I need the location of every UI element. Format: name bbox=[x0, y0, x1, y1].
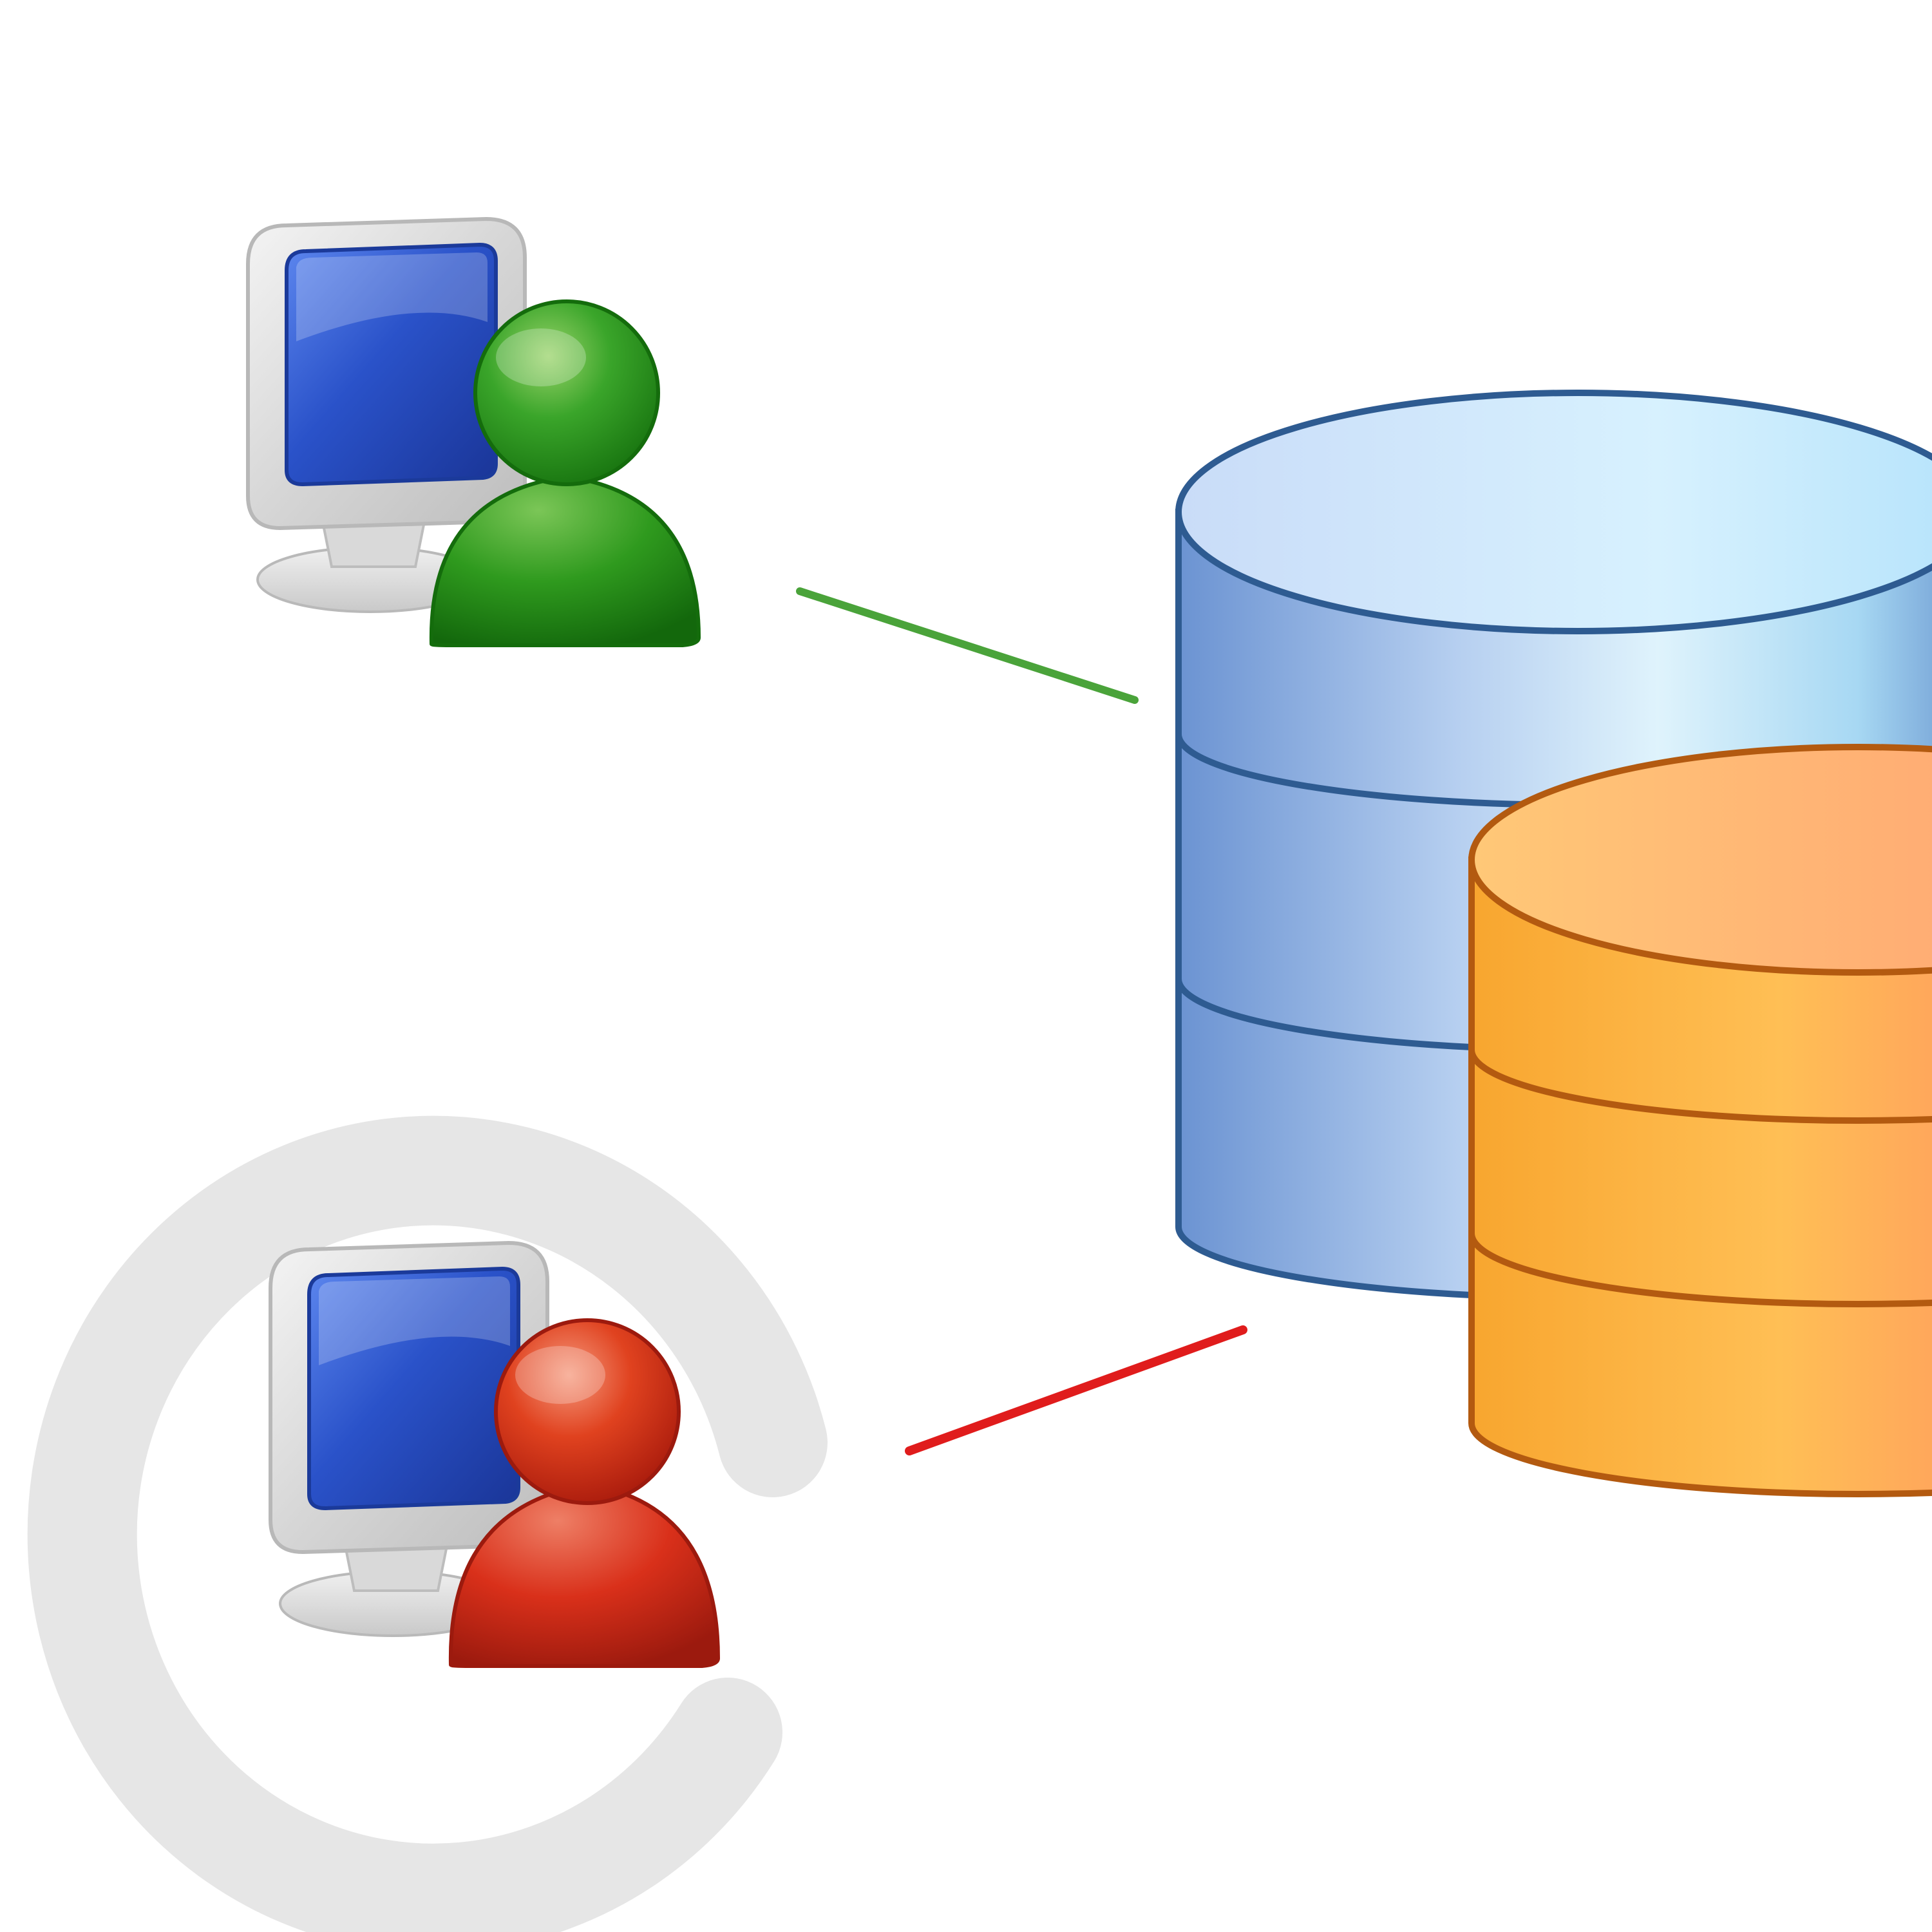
connection-line-red bbox=[905, 1325, 1247, 1455]
user-person-red-icon bbox=[448, 1318, 721, 1668]
highlight-ring bbox=[27, 1115, 828, 1932]
user-person-green-icon bbox=[429, 299, 701, 647]
database-orange-icon bbox=[1468, 744, 1932, 1497]
connection-line-green bbox=[796, 587, 1139, 704]
user-workstation-red bbox=[27, 1115, 828, 1932]
user-workstation-green bbox=[248, 219, 701, 647]
